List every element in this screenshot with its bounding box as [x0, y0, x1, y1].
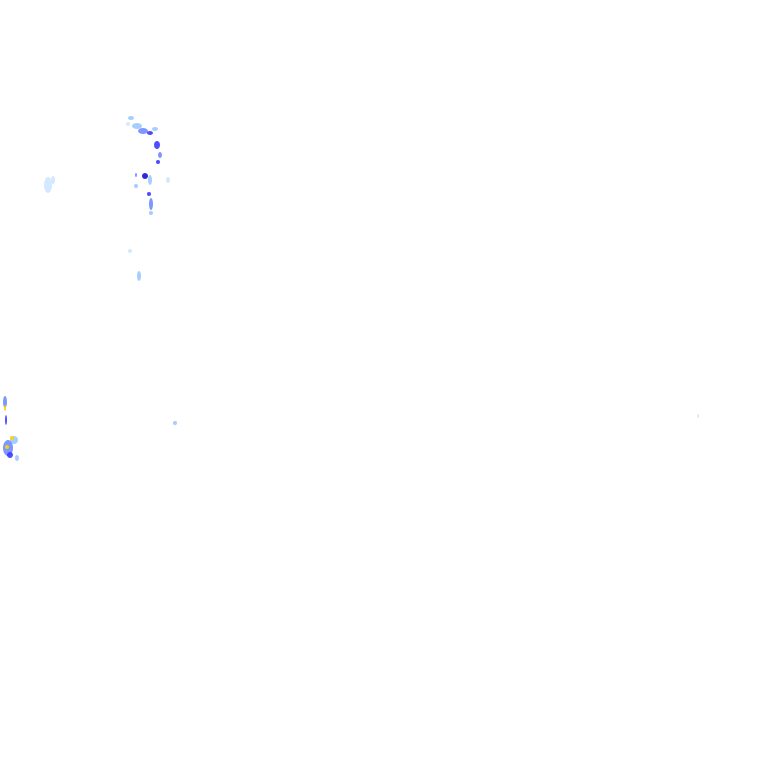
precipitation-cell-light	[132, 123, 142, 129]
precipitation-cell-heavy	[7, 452, 13, 458]
precipitation-cell-heavy	[147, 192, 151, 196]
precipitation-cell-heavy	[147, 131, 153, 135]
precipitation-cell-extreme	[5, 445, 9, 449]
precipitation-cell-light	[134, 184, 138, 188]
precipitation-cell-light	[149, 211, 153, 215]
precipitation-cell-light	[15, 455, 19, 461]
precipitation-cell-light	[128, 116, 134, 120]
precipitation-cell-very-light	[51, 176, 55, 184]
precipitation-cell-moderate	[138, 128, 148, 134]
precipitation-cell-heavy	[5, 415, 7, 425]
precipitation-cell-very-light	[128, 249, 132, 253]
precipitation-cell-very-light	[697, 414, 699, 418]
precipitation-cell-moderate	[3, 396, 7, 408]
precipitation-cell-light	[152, 127, 158, 131]
precipitation-cell-moderate	[149, 198, 153, 210]
precipitation-cell-extreme	[10, 436, 14, 440]
precipitation-cell-heavy	[156, 160, 160, 164]
precipitation-cell-very-light	[126, 122, 130, 126]
precipitation-cell-very-light	[44, 177, 52, 193]
precipitation-cell-extreme	[4, 405, 6, 411]
precipitation-cell-light	[137, 271, 141, 281]
precipitation-cell-light	[148, 175, 152, 185]
precipitation-cell-moderate	[135, 173, 137, 177]
precipitation-cell-moderate	[158, 152, 162, 158]
precipitation-cell-light	[173, 421, 177, 425]
precipitation-cell-heavy	[154, 141, 160, 149]
precipitation-cell-very-light	[166, 177, 170, 183]
precipitation-cell-very-heavy	[142, 173, 148, 179]
